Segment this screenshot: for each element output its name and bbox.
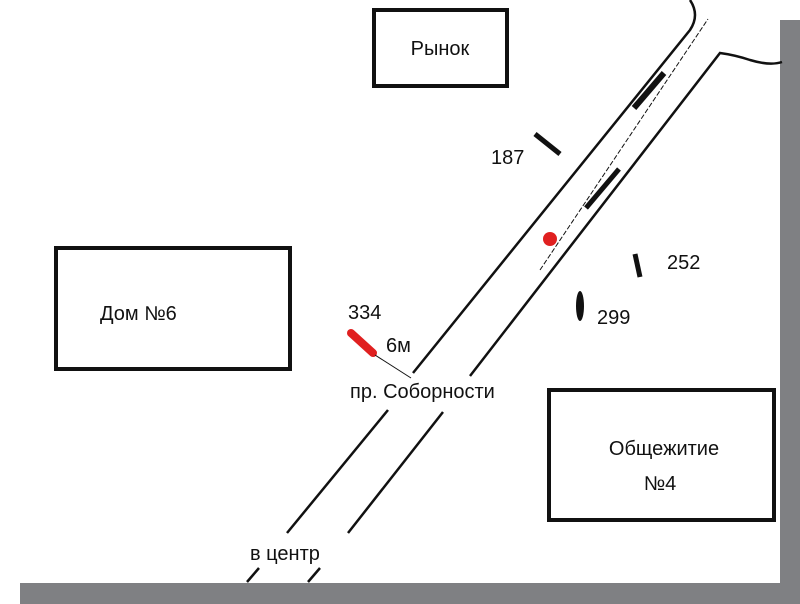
dorm-label-line1: Общежитие (609, 438, 719, 460)
distance-line (374, 354, 412, 379)
marker-187-label: 187 (491, 147, 524, 169)
building-market: Рынок (372, 8, 509, 88)
road-right-edge-bottom (307, 567, 321, 583)
vehicle-334-mark (347, 329, 377, 357)
road-left-edge-bottom (246, 567, 260, 583)
marker-299-mark (576, 291, 584, 321)
house-label: Дом №6 (100, 303, 177, 325)
building-house-6: Дом №6 (54, 246, 292, 371)
frame-shadow-bottom (20, 583, 800, 604)
vehicle-mark-1 (631, 71, 667, 110)
marker-252-mark (632, 253, 643, 278)
street-label: пр. Соборности (350, 381, 495, 403)
distance-label: 6м (386, 335, 411, 357)
market-label: Рынок (411, 38, 470, 60)
direction-label: в центр (250, 543, 320, 565)
frame-shadow-right (780, 20, 800, 604)
road-center-line (539, 18, 709, 271)
road-right-edge-upper (469, 51, 783, 377)
marker-252-label: 252 (667, 252, 700, 274)
vehicle-mark-2 (584, 167, 621, 210)
road-left-edge-upper (412, 0, 697, 374)
road-right-edge-lower (347, 411, 444, 534)
dorm-label-line2: №4 (644, 473, 677, 495)
marker-187-mark (533, 132, 562, 156)
impact-point-icon (543, 232, 557, 246)
road-left-edge-lower (286, 409, 389, 534)
marker-334-label: 334 (348, 302, 381, 324)
building-dorm-4: Общежитие №4 (547, 388, 776, 522)
marker-299-label: 299 (597, 307, 630, 329)
road (246, 0, 783, 583)
